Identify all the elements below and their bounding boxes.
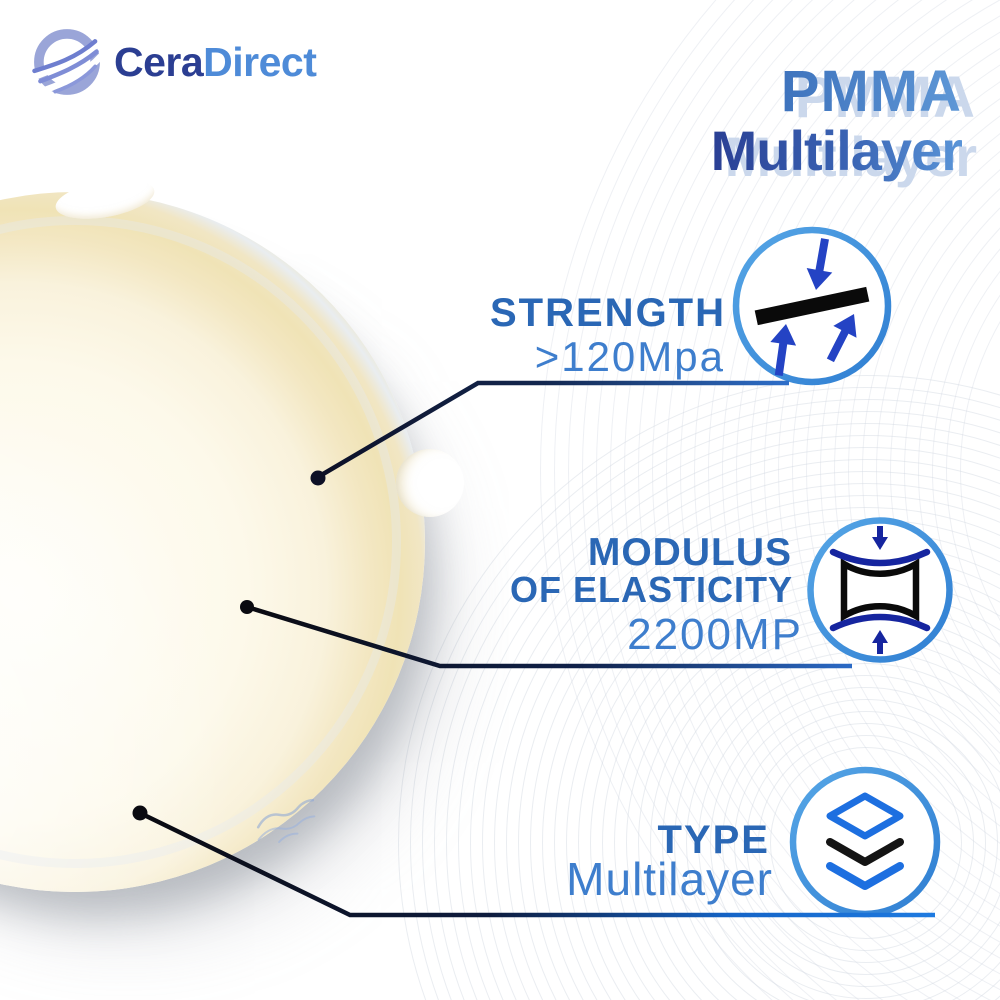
disc-edge-notch [396,449,464,517]
type-value: Multilayer [566,853,773,905]
product-title-line2: Multilayer Multilayer [711,122,977,186]
type-multilayer-icon [789,766,941,918]
strength-arrows [770,238,857,377]
title-ghost-shadow: Multilayer [725,128,977,186]
modulus-label-line2: OF ELASTICITY [510,569,793,610]
strength-label: STRENGTH [490,291,726,335]
squeezed-block-shape [840,558,920,622]
decorative-arc [540,0,1000,1000]
title-ghost-shadow: PMMA [795,67,976,128]
strength-bar [754,286,870,326]
product-title: PMMA PMMA Multilayer Multilayer [711,61,977,186]
product-title-line1: PMMA PMMA [711,61,975,127]
brand-name-part2: Direct [203,38,317,85]
brand-name-part1: Cera [114,38,204,85]
type-icon-ring [789,766,941,918]
brand-logo-icon [30,29,104,95]
modulus-arrows [872,526,888,654]
modulus-value: 2200MP [627,610,803,659]
top-flex-arc [829,548,931,567]
brand-name: CeraDirect [114,38,317,86]
strength-value: >120Mpa [534,333,725,380]
modulus-label-line1: MODULUS [587,531,792,574]
modulus-of-elasticity-icon [807,517,953,663]
strength-icon [732,226,892,386]
brand-header: CeraDirect [30,25,317,99]
